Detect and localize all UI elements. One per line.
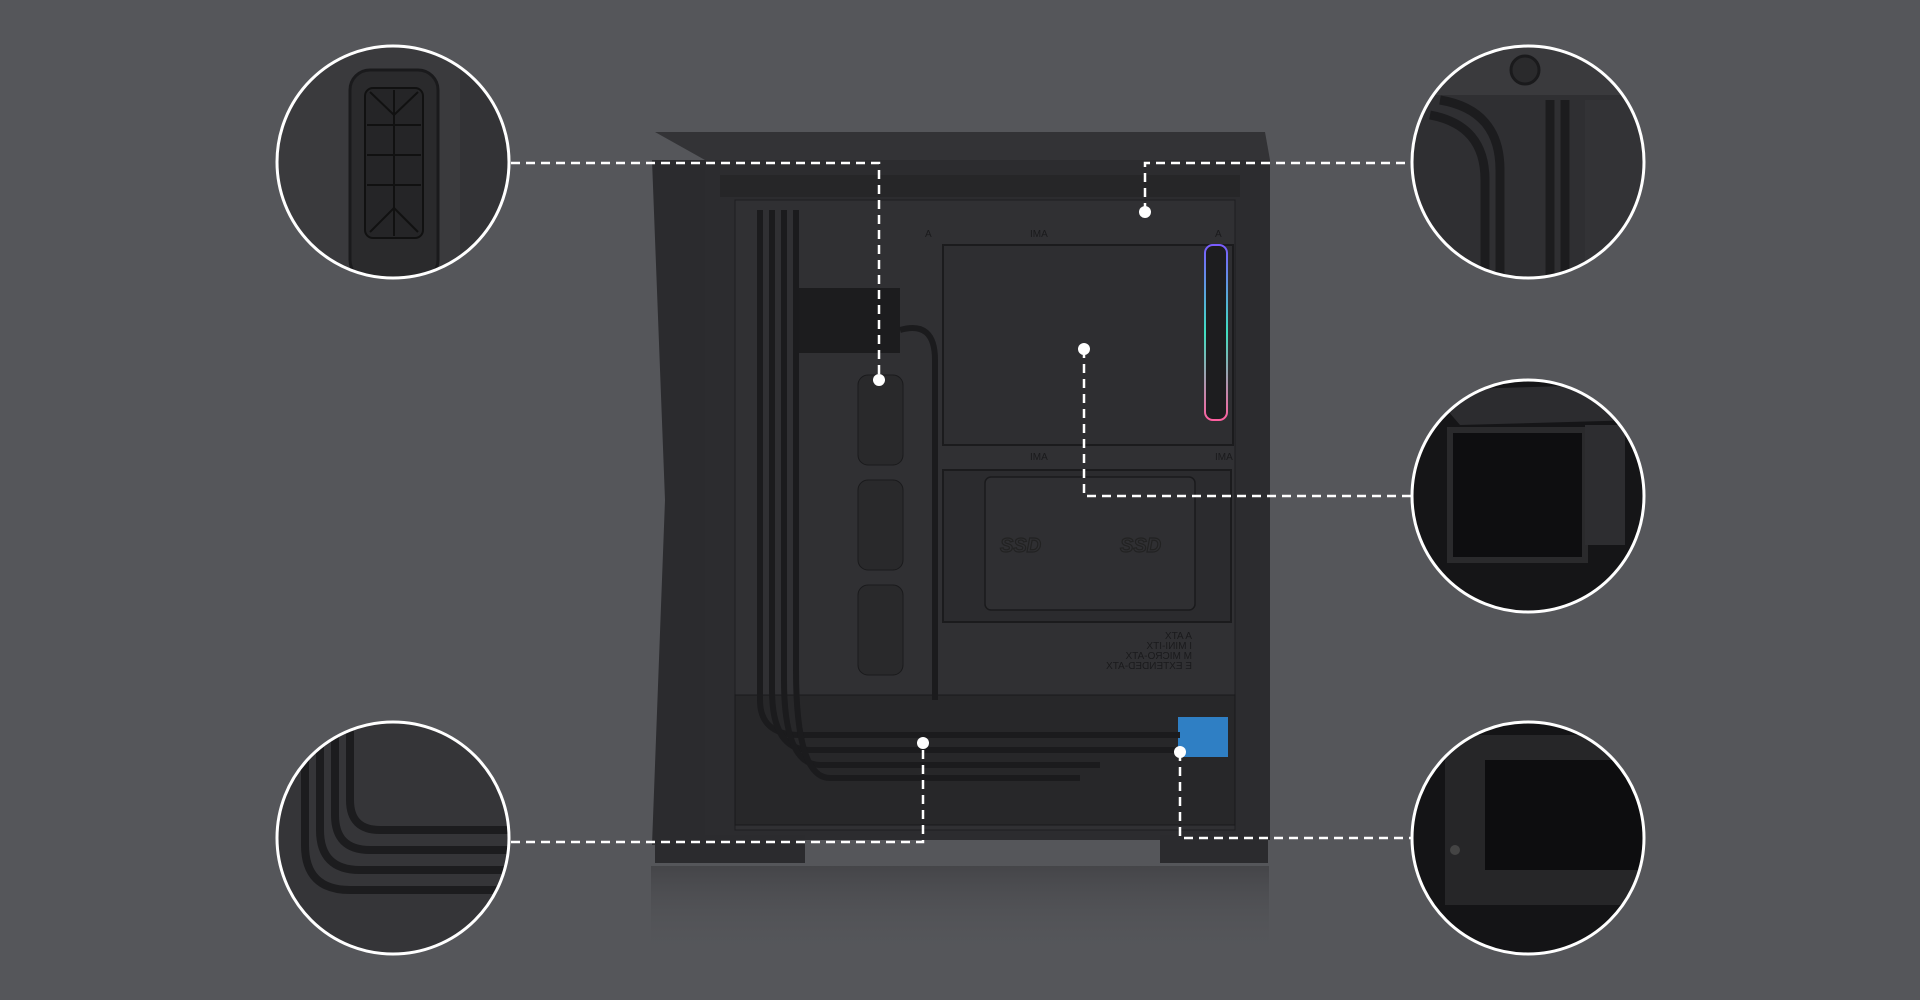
- standoff-mark: IMA: [1030, 452, 1048, 463]
- standoff-mark: IMA: [1215, 452, 1233, 463]
- case-reflection: [651, 866, 1269, 956]
- form-factor-atx: A ATX: [1165, 631, 1192, 642]
- fan-hub: [795, 288, 900, 353]
- form-factor-extended-atx: E EXTENDED-ATX: [1106, 661, 1192, 672]
- front-panel: [652, 160, 715, 845]
- form-factor-mini-itx: I MINI-ITX: [1146, 641, 1192, 652]
- ssd-label-left: SSD: [1000, 535, 1041, 557]
- rgb-fan: [1204, 244, 1228, 421]
- rubber-grommet-detail: [275, 44, 511, 280]
- callout-lines: [511, 161, 1411, 844]
- ssd-label-right: SSD: [1120, 535, 1161, 557]
- ssd-mount-plate: [984, 476, 1196, 611]
- form-factor-micro-atx: M MICRO-ATX: [1125, 651, 1192, 662]
- psu-bay-detail: [1410, 720, 1646, 956]
- top-cable-routing-detail: [1410, 44, 1646, 280]
- standoff-mark: A: [925, 229, 932, 240]
- standoff-mark: IMA: [1030, 229, 1048, 240]
- callout-dots: [873, 206, 1186, 758]
- motherboard-cutout-detail: [1410, 378, 1646, 614]
- standoff-mark: A: [1215, 229, 1222, 240]
- psu-shroud-cable-detail: [275, 720, 511, 956]
- usb-header: [1178, 717, 1228, 757]
